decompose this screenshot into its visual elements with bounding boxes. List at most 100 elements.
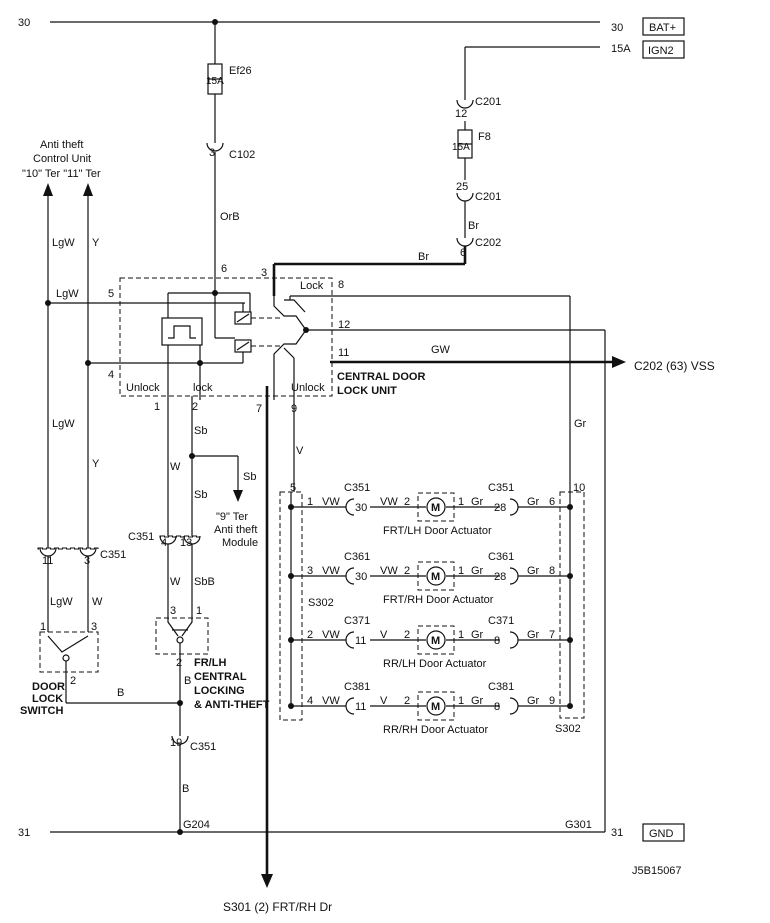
- ign-label: IGN2: [648, 45, 674, 57]
- left-connector-pin: 11: [355, 701, 366, 713]
- s302-right-pin: 10: [573, 482, 585, 494]
- atcu-line3: "10" Ter "11" Ter: [22, 168, 101, 180]
- y-left-label: Y: [92, 237, 100, 249]
- s301-arrow-icon: [261, 874, 273, 888]
- door-lock-switch: 1 3 2 DOOR LOCK SWITCH B: [20, 621, 183, 717]
- dls-pin1: 1: [40, 621, 46, 633]
- cdlu-pin8: 8: [338, 279, 344, 291]
- right-wire-label-2: Gr: [527, 565, 540, 577]
- right-connector-label: C381: [488, 681, 514, 693]
- splice-dot: [567, 703, 573, 709]
- right-pin: 8: [549, 565, 555, 577]
- w-bottom-label: W: [92, 596, 103, 608]
- rail-30-right-label: 30: [611, 22, 623, 34]
- motor-left-pin: 2: [404, 629, 410, 641]
- connector-arc: [509, 498, 519, 516]
- left-pin: 2: [307, 629, 313, 641]
- frs-line4: & ANTI-THEFT: [194, 699, 270, 711]
- motor-left-pin: 2: [404, 695, 410, 707]
- right-wire-label: Gr: [471, 629, 484, 641]
- dls-pin3: 3: [91, 621, 97, 633]
- right-connector-pin: 28: [494, 502, 506, 514]
- atcu-line1: Anti theft: [40, 139, 83, 151]
- frs-pin2: 2: [176, 657, 182, 669]
- rail-31-left-label: 31: [18, 827, 30, 839]
- c351-b-label: C351: [128, 531, 154, 543]
- c201-top-label: C201: [475, 96, 501, 108]
- c201-bot-pin: 25: [456, 181, 468, 193]
- right-connector-pin: 28: [494, 571, 506, 583]
- frlh-switch-box: [155, 617, 209, 655]
- lgw-lower-label: LgW: [52, 418, 75, 430]
- left-pin: 4: [307, 695, 313, 707]
- timer-module: [161, 317, 203, 346]
- bat-label: BAT+: [649, 22, 676, 34]
- right-pin: 7: [549, 629, 555, 641]
- ef26-branch: 15A Ef26 3 C102 OrB: [206, 19, 255, 270]
- c201-top-pin: 12: [455, 108, 467, 120]
- cdlu-lock-left: lock: [193, 382, 213, 394]
- cdlu-pin12: 12: [338, 319, 350, 331]
- connector-arc: [509, 567, 519, 585]
- c351-connectors: 11 3 C351 LgW W C351 4 13 W SbB: [37, 531, 215, 632]
- br-wire-label-2: Br: [418, 251, 429, 263]
- motor-icon: [426, 566, 446, 586]
- c351-c-label: C351: [190, 741, 216, 753]
- connector-arc: [345, 498, 355, 516]
- motor-right-pin: 1: [458, 565, 464, 577]
- ign-box: [642, 40, 685, 59]
- left-connector-label: C361: [344, 551, 370, 563]
- w-mid-label: W: [170, 461, 181, 473]
- s302-right-box: [559, 491, 585, 719]
- mid-wire-label: VW: [380, 496, 398, 508]
- connector-arc: [345, 631, 355, 649]
- module9-line3: Module: [222, 537, 258, 549]
- lgw-bottom-label: LgW: [50, 596, 73, 608]
- sb-label-3: Sb: [194, 489, 207, 501]
- connector-arc: [509, 631, 519, 649]
- ter11-arrow-icon: [83, 183, 93, 196]
- left-pin: 3: [307, 565, 313, 577]
- right-wire-label: Gr: [471, 496, 484, 508]
- cdlu-bottom-wires: W Sb Sb Sb "9" Ter Anti theft Module: [167, 396, 258, 549]
- rail-31-right-label: 31: [611, 827, 623, 839]
- left-wire-label: VW: [322, 629, 340, 641]
- mid-wire-label: V: [380, 629, 388, 641]
- cdlu-name-2: LOCK UNIT: [337, 385, 397, 397]
- frs-pin1: 1: [196, 605, 202, 617]
- g301-label: G301: [565, 819, 592, 831]
- right-connector-label: C371: [488, 615, 514, 627]
- c202-pin: 6: [460, 247, 466, 259]
- f8-branch: C201 12 15A F8 25 C201 Br C202 6 Br: [272, 96, 501, 296]
- right-wire-label-2: Gr: [527, 695, 540, 707]
- lgw-left-label: LgW: [52, 237, 75, 249]
- splice-s302-right: 10 S302: [555, 482, 585, 735]
- cdlu-box: [119, 277, 333, 397]
- left-connector-pin: 30: [355, 502, 367, 514]
- left-connector-pin: 30: [355, 571, 367, 583]
- cdlu-pin4: 4: [108, 369, 114, 381]
- connector-arc: [345, 697, 355, 715]
- g204-label: G204: [183, 819, 210, 831]
- motor-label: M: [431, 571, 440, 583]
- cdlu-lock-top: Lock: [300, 280, 324, 292]
- mid-wire-label: VW: [380, 565, 398, 577]
- diagram-id: J5B15067: [632, 865, 682, 877]
- sb-label-1: Sb: [194, 425, 207, 437]
- left-connector-pin: 11: [355, 635, 366, 647]
- right-connector-label: C351: [488, 482, 514, 494]
- motor-right-pin: 1: [458, 695, 464, 707]
- left-connector-label: C351: [344, 482, 370, 494]
- lgw-mid-label: LgW: [56, 288, 79, 300]
- s302-left-pin: 5: [290, 482, 296, 494]
- cdlu-unlock-left: Unlock: [126, 382, 160, 394]
- motor-icon: [426, 630, 446, 650]
- s302-right-label: S302: [555, 723, 581, 735]
- frlh-central-locking-switch: 3 1 2 B FR/LH CENTRAL LOCKING & ANTI-THE…: [155, 605, 270, 832]
- cdlu-unlock-right: Unlock: [291, 382, 325, 394]
- motor-right-pin: 1: [458, 629, 464, 641]
- right-wiring: Gr GW C202 (63) VSS: [330, 296, 715, 832]
- b-wire-label-1: B: [117, 687, 124, 699]
